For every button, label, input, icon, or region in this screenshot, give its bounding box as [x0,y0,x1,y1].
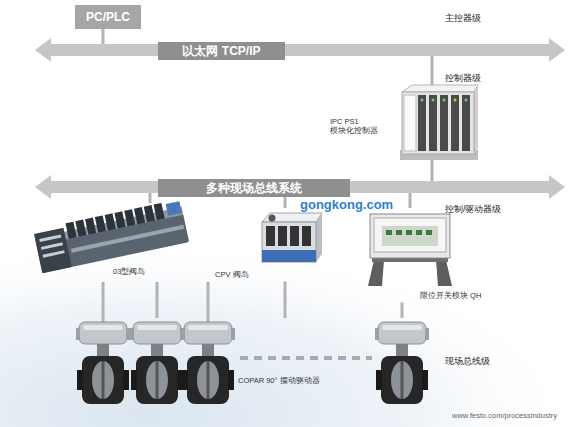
limit-switch-picture [368,214,452,286]
illustration-part [454,99,457,102]
cpv-picture [262,213,322,262]
device-caption: IPC PS1 模块化控制器 [330,117,380,136]
illustration-part [386,230,392,235]
bus-drop-line [149,193,152,203]
illustration-part [370,214,450,258]
bus-drop-line [409,193,412,208]
illustration-part [66,222,77,239]
device-caption: CPV 阀岛 [215,270,249,279]
bus-drop-line [431,56,434,85]
illustration-part [95,215,106,232]
illustration-part [432,99,435,102]
illustration-part [278,226,287,246]
fieldbus-drop [207,282,210,322]
box-label: PC/PLC [86,10,130,24]
bus-drop-line [401,302,404,318]
illustration-part [154,203,165,220]
illustration-part [429,95,437,151]
device-caption: 限位开关模块 QH [420,291,481,300]
illustration-part [105,213,116,230]
level-label: 主控器级 [445,13,481,23]
illustration-part [396,230,402,235]
illustration-part [39,235,61,243]
ethernet-bus: 以太网 TCP/IP [35,44,565,56]
illustration-part [406,230,412,235]
cpv-valve-terminal: CPV 阀岛 [212,208,324,281]
illustration-part [262,250,316,262]
actuator-picture [181,322,235,404]
illustration-part [144,205,155,222]
bus-drop-line [156,282,159,318]
illustration-part [41,242,63,250]
watermark: gongkong.com [300,197,393,212]
illustration-part [404,95,416,151]
illustration-part [166,201,182,216]
illustration-part [474,85,478,154]
illustration-part [269,215,276,222]
illustration-part [374,218,446,252]
valve-terminal: 03型阀岛 [38,203,188,282]
actuator-picture [130,322,184,404]
illustration-part [426,230,432,235]
ipc-controller: IPC PS1 模块化控制器 [325,85,480,160]
level-label: 现场总线级 [445,356,490,366]
bus-drop-line [102,29,105,44]
actuator-group: COPAR 90° 摆动驱动器 [75,318,440,418]
illustration-part [262,222,316,262]
illustration-part [266,226,275,246]
illustration-part [462,95,470,151]
bus-drop-line [431,160,434,181]
illustration-part [402,92,474,154]
illustration-part [382,226,438,246]
illustration-part [416,230,422,235]
illustration-part [368,260,384,286]
illustration-part [71,225,184,253]
level-label: 控制/驱动器级 [445,204,501,214]
illustration-part [418,95,426,151]
device-caption: 03型阀岛 [113,267,145,276]
illustration-part [302,226,311,246]
ipc-controller-picture [400,85,478,160]
illustration-part [443,99,446,102]
bus-drop-line [284,281,287,318]
illustration-part [85,217,96,234]
illustration-part [316,213,322,262]
fieldbus-drop [102,282,105,322]
dotted-continuation [240,356,372,360]
bus-label: 以太网 TCP/IP [158,42,285,60]
illustration-part [75,220,86,237]
illustration-part [436,260,452,286]
illustration-part [465,99,468,102]
background-wash [0,190,586,427]
actuator-picture [375,322,429,404]
actuator-picture [76,322,130,404]
illustration-part [402,85,478,92]
illustration-part [43,250,65,258]
web-address: www.festo.com/processindustry [452,411,557,420]
illustration-part [440,95,448,151]
illustration-part [124,209,135,226]
illustration-part [262,213,322,222]
fieldbus-bus: 多种现场总线系统 [35,181,565,193]
bus-band [35,175,565,199]
illustration-part [114,211,125,228]
level-label: 控制器级 [445,73,481,83]
bus-arrow [35,36,565,64]
illustration-part [421,99,424,102]
illustration-part [134,207,145,224]
bus-band [35,38,565,62]
valve-terminal-picture [33,199,189,273]
illustration-part [290,226,299,246]
illustration-part [34,228,72,273]
device-caption: COPAR 90° 摆动驱动器 [238,376,320,385]
limit-switch-box: 限位开关模块 QH [362,208,484,302]
bus-label: 多种现场总线系统 [158,179,350,197]
pc-plc-box: PC/PLC [75,5,141,29]
illustration-part [451,95,459,151]
